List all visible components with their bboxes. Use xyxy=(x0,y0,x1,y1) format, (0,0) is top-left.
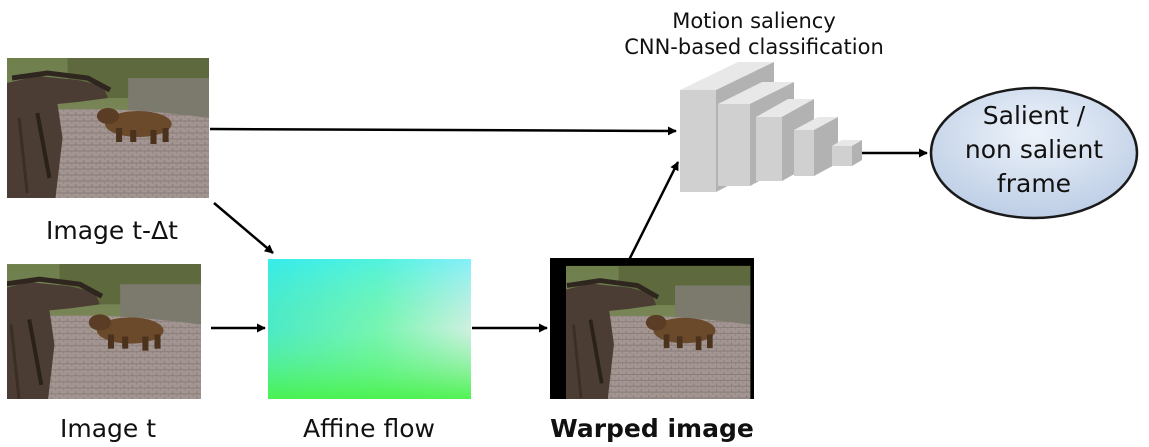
affine-flow-label: Affine flow xyxy=(303,414,435,443)
arrow-prev-to-flow xyxy=(213,202,274,254)
cnn-title-line2: CNN-based classification xyxy=(624,35,884,59)
image-curr-photo xyxy=(0,264,201,405)
warped-image-photo xyxy=(550,258,754,399)
image-prev-photo xyxy=(7,58,209,198)
arrow-warped-to-cnn xyxy=(626,161,680,263)
image-prev-label: Image t-Δt xyxy=(46,216,178,245)
output-label-line3: frame xyxy=(997,169,1071,198)
cnn-title-line1: Motion saliency xyxy=(672,9,836,33)
output-label-line1: Salient / xyxy=(983,101,1086,130)
affine-flow-field xyxy=(268,259,471,399)
warped-image-label: Warped image xyxy=(550,414,754,443)
cnn-block-5 xyxy=(832,140,862,166)
cnn-block-4 xyxy=(794,117,838,176)
cnn-block-3 xyxy=(756,99,814,181)
image-curr-label: Image t xyxy=(60,414,156,443)
output-ellipse xyxy=(929,86,1139,220)
output-label-line2: non salient xyxy=(965,135,1103,164)
arrow-prev-to-cnn xyxy=(209,126,677,136)
